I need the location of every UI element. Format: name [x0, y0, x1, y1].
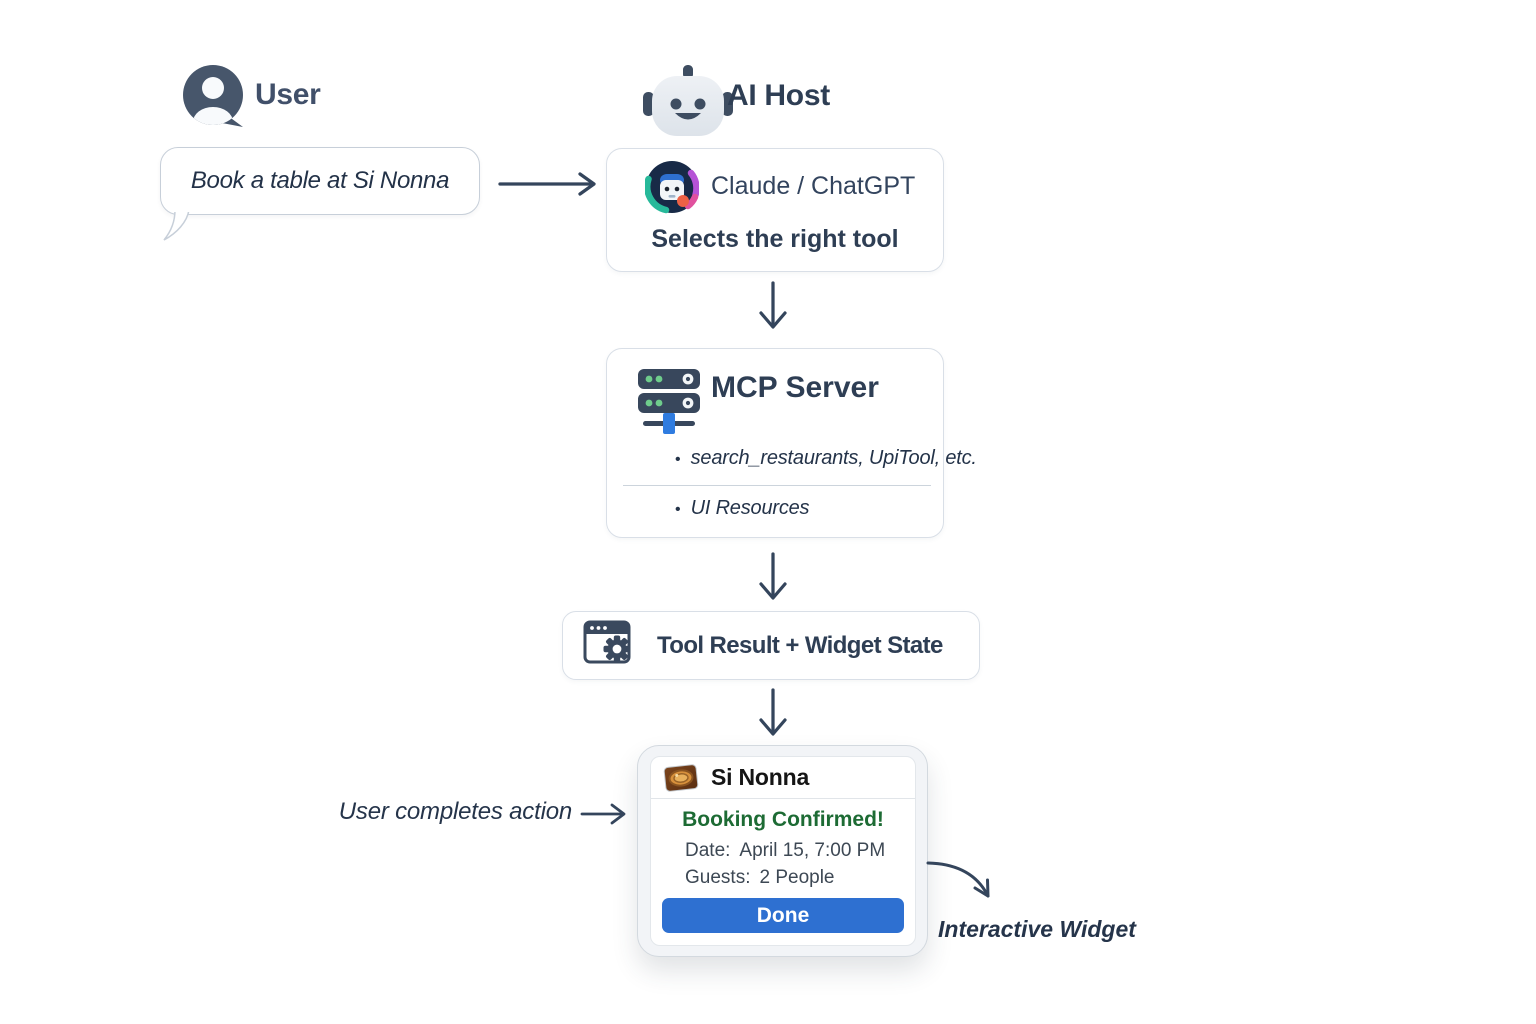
- date-label: Date:: [685, 840, 731, 861]
- bubble-tail: [163, 209, 195, 248]
- booking-status: Booking Confirmed!: [682, 808, 884, 831]
- user-avatar-icon: [180, 62, 246, 133]
- mcp-server-node: MCP Server search_restaurants, UpiTool, …: [606, 348, 977, 538]
- arrow-widget-to-label: [924, 854, 1002, 913]
- mcp-resources-text: UI Resources: [690, 497, 810, 519]
- server-rack-icon: [637, 363, 705, 440]
- mcp-divider: [623, 485, 931, 486]
- user-message-bubble: Book a table at Si Nonna: [160, 147, 480, 215]
- restaurant-name: Si Nonna: [711, 764, 810, 790]
- guests-value: 2 People: [759, 867, 835, 888]
- arrow-result-to-widget: [755, 687, 791, 750]
- date-value: April 15, 7:00 PM: [739, 840, 886, 861]
- arrow-host-to-mcp: [755, 280, 791, 343]
- user-label: User: [255, 78, 321, 111]
- widget-frame: Si Nonna Booking Confirmed! Date: April 1…: [637, 745, 928, 957]
- model-row: Claude / ChatGPT: [607, 149, 943, 219]
- widget-header: Si Nonna: [651, 757, 915, 799]
- tool-result-node: Tool Result + Widget State: [562, 611, 980, 680]
- tool-result-label: Tool Result + Widget State: [657, 631, 943, 659]
- mcp-tools-item: search_restaurants, UpiTool, etc.: [641, 447, 1005, 470]
- interactive-widget-label: Interactive Widget: [938, 916, 1136, 942]
- host-action-label: Selects the right tool: [651, 225, 899, 253]
- ai-host-node: Claude / ChatGPT Selects the right tool: [606, 148, 944, 272]
- done-button[interactable]: Done: [662, 898, 904, 933]
- user-message-text: Book a table at Si Nonna: [190, 167, 450, 194]
- arrow-user-to-host: [494, 167, 606, 206]
- user-completes-action-label: User completes action: [338, 798, 572, 825]
- guests-label: Guests:: [685, 867, 751, 888]
- arrow-action-to-widget: [578, 800, 636, 833]
- mcp-tools-text: search_restaurants, UpiTool, etc.: [690, 447, 977, 469]
- guests-row: Guests: 2 People: [685, 867, 835, 889]
- date-row: Date: April 15, 7:00 PM: [685, 840, 885, 862]
- ai-host-label: AI Host: [727, 79, 830, 112]
- mcp-server-title: MCP Server: [711, 371, 879, 404]
- booking-widget: Si Nonna Booking Confirmed! Date: April 1…: [650, 756, 916, 946]
- pizza-dish-icon: [662, 761, 701, 795]
- arrow-mcp-to-result: [755, 551, 791, 614]
- mcp-resources-item: UI Resources: [641, 497, 1005, 520]
- bot-avatar-icon: [644, 160, 700, 219]
- robot-icon: [640, 62, 736, 143]
- model-label: Claude / ChatGPT: [711, 172, 916, 200]
- browser-gear-icon: [583, 618, 641, 678]
